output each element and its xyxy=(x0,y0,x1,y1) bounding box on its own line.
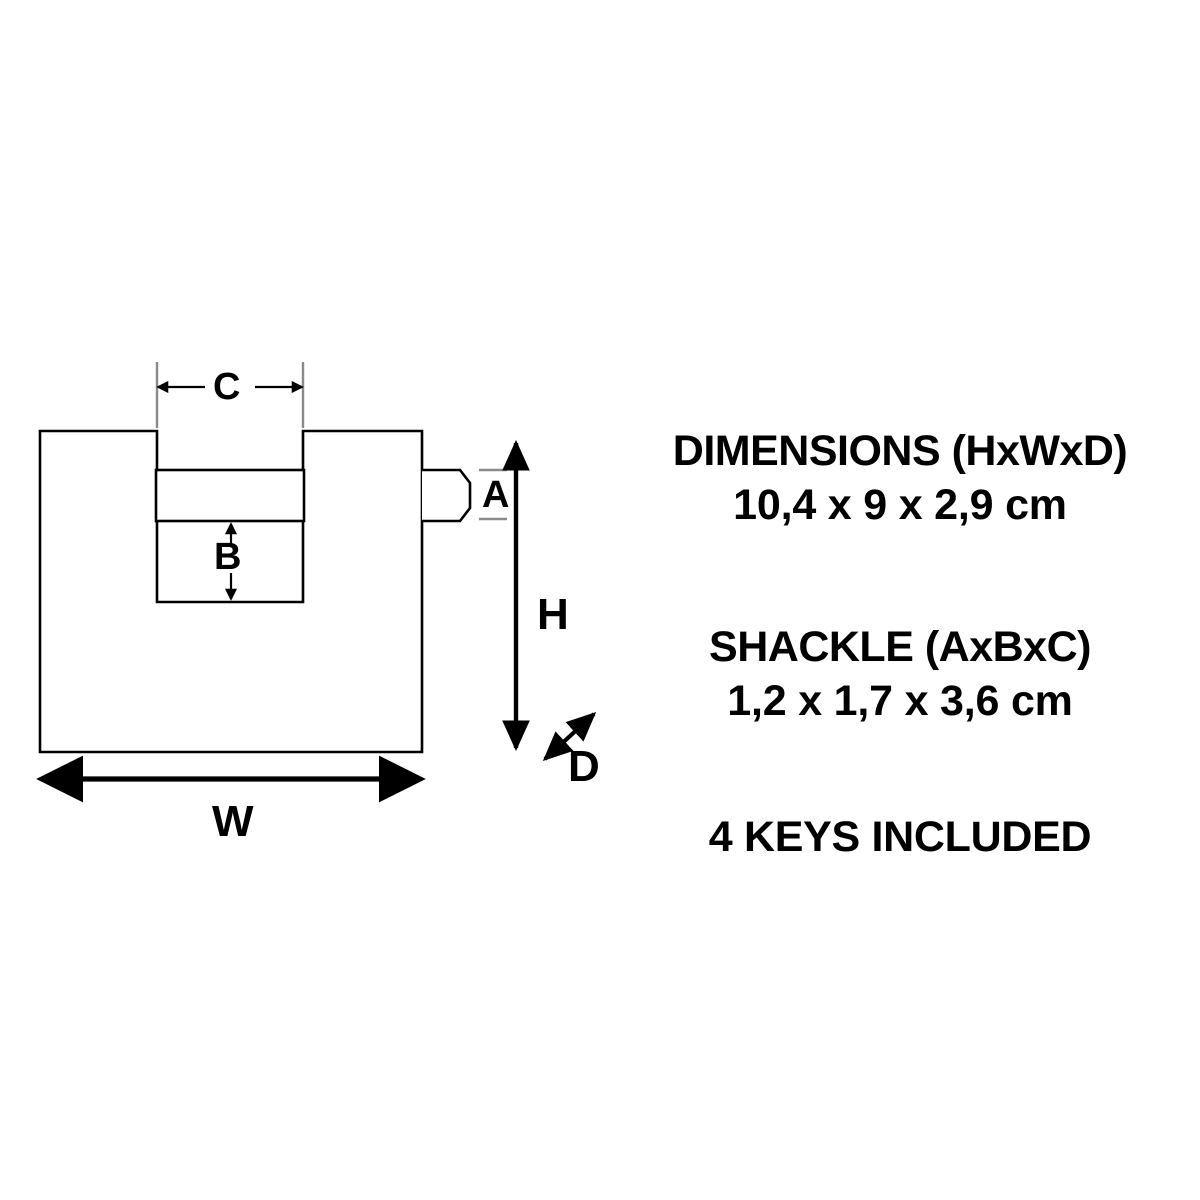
dimension-label-a: A xyxy=(482,474,510,516)
spec-block-keys: 4 KEYS INCLUDED xyxy=(600,810,1200,864)
dimension-label-b: B xyxy=(214,536,242,578)
spec-block-dimensions: DIMENSIONS (HxWxD) 10,4 x 9 x 2,9 cm xyxy=(600,424,1200,532)
dimension-label-h: H xyxy=(537,590,569,639)
dimension-label-w: W xyxy=(212,797,254,846)
dimension-label-d: D xyxy=(568,742,600,791)
shackle-heading: SHACKLE (AxBxC) xyxy=(709,623,1091,671)
shackle-bar xyxy=(154,468,306,523)
spec-block-shackle: SHACKLE (AxBxC) 1,2 x 1,7 x 3,6 cm xyxy=(600,620,1200,728)
dimension-d xyxy=(542,712,597,761)
shackle-end-nub xyxy=(422,468,472,523)
specifications-panel: DIMENSIONS (HxWxD) 10,4 x 9 x 2,9 cm SHA… xyxy=(600,420,1200,864)
dimensions-heading: DIMENSIONS (HxWxD) xyxy=(672,427,1128,475)
dimension-c xyxy=(155,362,305,428)
keys-included-note: 4 KEYS INCLUDED xyxy=(708,813,1092,861)
shackle-value: 1,2 x 1,7 x 3,6 cm xyxy=(727,677,1073,725)
dimensions-value: 10,4 x 9 x 2,9 cm xyxy=(733,481,1067,529)
dimension-label-c: C xyxy=(213,366,241,408)
